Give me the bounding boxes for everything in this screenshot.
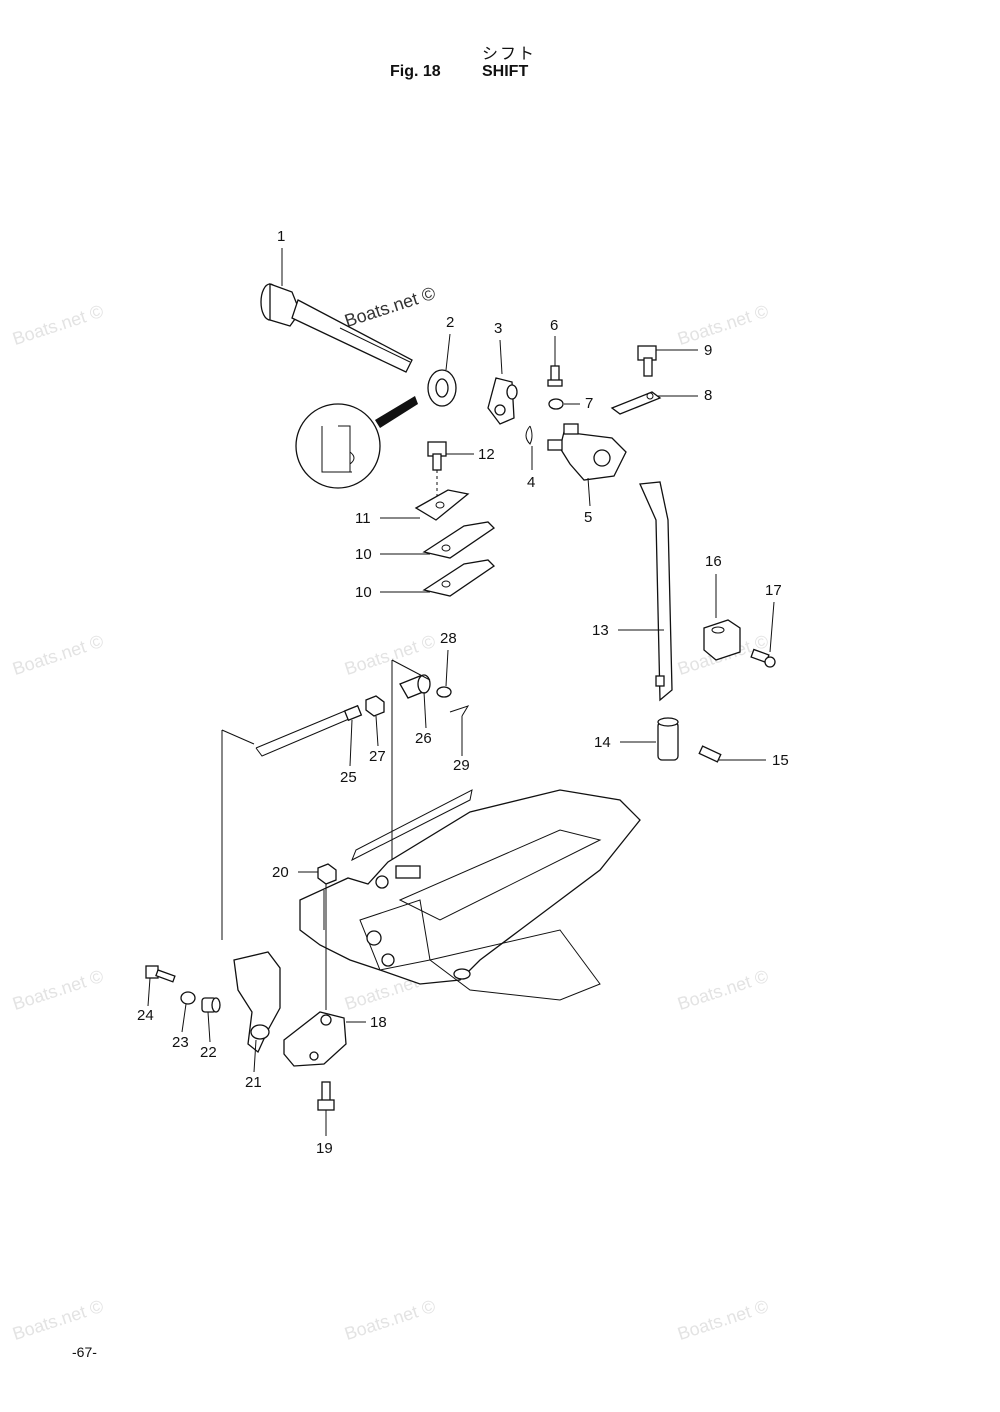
part-rod-joint [657, 717, 679, 761]
part-clip [449, 705, 470, 717]
callout-18: 18 [370, 1014, 387, 1031]
part-nut [317, 863, 337, 885]
callout-27: 27 [369, 748, 386, 765]
callout-labels: 1 2 3 4 5 6 7 8 9 10 10 11 12 13 14 15 1… [137, 228, 789, 1157]
part-washer [180, 991, 196, 1005]
callout-4: 4 [527, 474, 535, 491]
part-lock-plate [414, 489, 470, 521]
part-nut [365, 695, 385, 717]
callout-23: 23 [172, 1034, 189, 1051]
part-oil-seal [427, 369, 457, 407]
part-shift-cam [547, 423, 627, 481]
callout-25: 25 [340, 769, 357, 786]
part-bracket [283, 1011, 347, 1067]
callout-22: 22 [200, 1044, 217, 1061]
callout-10b: 10 [355, 584, 372, 601]
figure-title: SHIFT [482, 63, 529, 80]
part-plate [422, 521, 496, 559]
callout-5: 5 [584, 509, 592, 526]
callout-16: 16 [705, 553, 722, 570]
part-cotter-pin [525, 425, 533, 445]
part-screw [547, 365, 563, 387]
part-shift-arm [233, 951, 281, 1054]
callout-19: 19 [316, 1140, 333, 1157]
part-link-rod [255, 704, 363, 757]
part-plate [422, 559, 496, 597]
callout-6: 6 [550, 317, 558, 334]
part-washer [436, 686, 452, 698]
part-shift-shaft [260, 283, 413, 373]
callout-21: 21 [245, 1074, 262, 1091]
callout-11: 11 [355, 510, 371, 527]
callout-9: 9 [704, 342, 712, 359]
part-shift-lever [487, 377, 518, 425]
callout-12: 12 [478, 446, 495, 463]
callout-29: 29 [453, 757, 470, 774]
part-connector-block [703, 619, 741, 661]
callout-3: 3 [494, 320, 502, 337]
part-bolt [317, 1081, 335, 1111]
callout-2: 2 [446, 314, 454, 331]
callout-8: 8 [704, 387, 712, 404]
title-japanese: シフト [482, 44, 537, 63]
callout-26: 26 [415, 730, 432, 747]
part-bolt [637, 345, 657, 377]
part-bolt [427, 441, 447, 500]
callout-13: 13 [592, 622, 609, 639]
part-bolt [145, 965, 176, 983]
part-washer [548, 398, 564, 410]
page-number: -67- [72, 1344, 97, 1360]
part-pin [698, 745, 722, 763]
part-joint [399, 674, 431, 699]
callout-17: 17 [765, 582, 782, 599]
callout-24: 24 [137, 1007, 154, 1024]
part-plate [610, 391, 662, 415]
callout-20: 20 [272, 864, 289, 881]
callout-7: 7 [585, 395, 593, 412]
leader-lines [147, 248, 775, 1136]
figure-label: Fig. 18 [390, 63, 441, 80]
detail-callout-circle [295, 396, 418, 489]
callout-1: 1 [277, 228, 285, 245]
callout-14: 14 [594, 734, 611, 751]
callout-10a: 10 [355, 546, 372, 563]
part-swivel-bracket [299, 789, 641, 1001]
part-collar [201, 997, 221, 1013]
part-shift-rod [639, 481, 673, 702]
part-screw [750, 648, 776, 668]
callout-15: 15 [772, 752, 789, 769]
callout-28: 28 [440, 630, 457, 647]
